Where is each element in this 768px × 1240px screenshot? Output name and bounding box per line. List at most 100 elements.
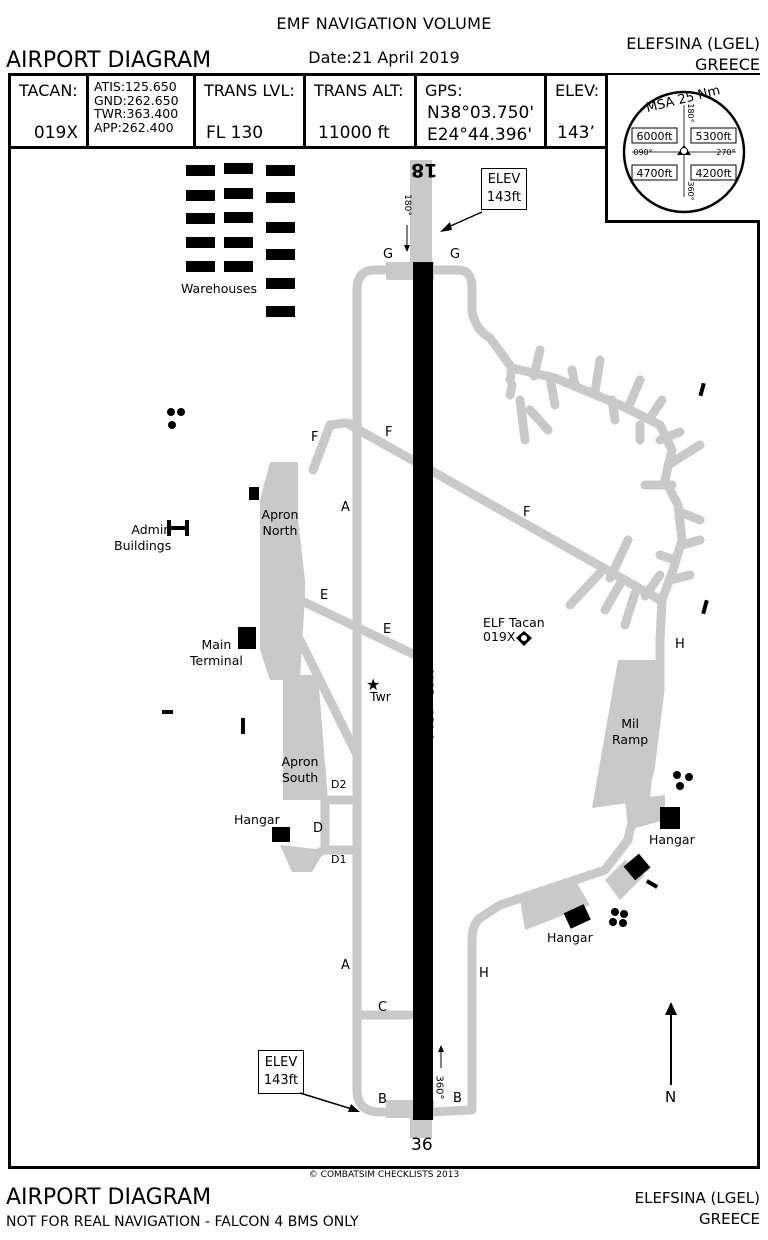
tacan-station-icon xyxy=(516,631,532,646)
apron-north-label: Apron North xyxy=(260,507,300,539)
gps-label: GPS: xyxy=(425,81,463,100)
transition-level-box: TRANS LVL: FL 130 xyxy=(196,75,306,149)
main-terminal-label-line2: Terminal xyxy=(190,653,243,668)
taxiway-a xyxy=(352,265,415,1117)
tacan-value: 019X xyxy=(33,123,78,143)
tower-label: Twr xyxy=(370,689,391,704)
obstacle-clusters xyxy=(167,408,693,927)
main-terminal-label-line1: Main xyxy=(201,637,232,652)
apron-south-label-line1: Apron xyxy=(281,754,319,769)
aprons xyxy=(260,160,665,1138)
tacan-station-label-line2: 019X xyxy=(483,629,516,644)
elevation-label: ELEV: xyxy=(555,81,600,100)
tower-icon: ★ xyxy=(366,675,380,694)
taxiway-e xyxy=(295,595,420,660)
frequencies-box: ATIS:125.650 GND:262.650 TWR:363.400 APP… xyxy=(89,75,196,149)
mil-ramp-area xyxy=(592,660,662,808)
tacan-station-label: ELF Tacan 019X xyxy=(483,616,545,644)
taxiway-label-c: C xyxy=(378,1000,388,1015)
airport-name: ELEFSINA (LGEL) xyxy=(626,34,760,53)
msa-sector-nw: 6000ft xyxy=(637,130,674,143)
transition-altitude-label: TRANS ALT: xyxy=(314,81,404,100)
apron-south-label: Apron South xyxy=(280,754,320,786)
elev-box-north-value: 143ft xyxy=(486,190,522,205)
atis-frequency: ATIS:125.650 xyxy=(94,79,177,94)
footer-airport-name: ELEFSINA (LGEL) xyxy=(634,1189,760,1207)
hangar-ne xyxy=(660,807,680,829)
taxiway-label-d: D xyxy=(313,821,324,836)
hangar-west xyxy=(272,827,290,842)
elev-box-north: ELEV 143ft xyxy=(481,168,527,210)
msa-sector-se: 4200ft xyxy=(696,167,733,180)
mil-ramp-label-line1: Mil xyxy=(621,716,639,731)
apron-north-building xyxy=(249,487,259,500)
msa-bearing-180: 180° xyxy=(686,103,695,122)
footer-title: AIRPORT DIAGRAM xyxy=(6,1185,212,1210)
admin-buildings-label-line1: Admin xyxy=(131,522,172,537)
taxiway-label-g-west: G xyxy=(383,247,394,262)
gps-box: GPS: N38°03.750' E24°44.396' xyxy=(417,75,547,149)
north-label: N xyxy=(665,1088,677,1106)
taxiway-label-a-north: A xyxy=(341,500,350,515)
tacan-box: TACAN: 019X xyxy=(11,75,89,149)
admin-buildings-label: Admin Buildings xyxy=(114,522,171,554)
taxiway-label-e-2: E xyxy=(383,622,392,637)
elev-box-south: ELEV 143ft xyxy=(258,1050,304,1094)
hangar-west-label: Hangar xyxy=(234,812,280,827)
transition-level-value: FL 130 xyxy=(206,123,264,143)
elev-box-north-label: ELEV xyxy=(487,172,521,187)
taxiway-label-g-east: G xyxy=(450,247,461,262)
warehouses-label: Warehouses xyxy=(181,281,257,296)
taxiway-label-f-2: F xyxy=(385,425,393,440)
taxiway-label-f-3: F xyxy=(523,505,531,520)
runway-end-36: 36 xyxy=(411,1135,433,1155)
msa-bearing-090: 090° xyxy=(633,148,652,157)
mil-ramp-label-line2: Ramp xyxy=(612,732,649,747)
gps-longitude: E24°44.396' xyxy=(427,125,533,145)
taxiway-label-a-south: A xyxy=(341,958,350,973)
admin-buildings-icon xyxy=(167,520,189,536)
taxiway-label-d2: D2 xyxy=(331,778,347,791)
transition-altitude-box: TRANS ALT: 11000 ft xyxy=(306,75,417,149)
apron-south-area xyxy=(283,675,328,800)
hangar-ramp-se xyxy=(520,880,590,930)
apron-south-label-line2: South xyxy=(281,770,319,785)
ground-frequency: GND:262.650 xyxy=(94,92,179,108)
taxiway-label-h-north: H xyxy=(675,637,685,652)
msa-bearing-270: 270° xyxy=(716,148,735,157)
tower-frequency: TWR:363.400 xyxy=(94,106,179,121)
apron-north-label-line1: Apron xyxy=(261,507,299,522)
elev-box-south-value: 143ft xyxy=(263,1073,299,1088)
taxiway-g-east xyxy=(425,265,495,343)
hangar-ramp-ne xyxy=(625,795,665,830)
airport-identity: ELEFSINA (LGEL) GREECE xyxy=(626,33,760,75)
taxiway-label-e-1: E xyxy=(320,588,329,603)
info-bar-divider xyxy=(8,146,608,149)
msa-bearing-360: 360° xyxy=(686,181,695,200)
admin-buildings-label-line2: Buildings xyxy=(114,538,172,553)
copyright: © COMBATSIM CHECKLISTS 2013 xyxy=(308,1170,460,1180)
hangar-se xyxy=(563,904,591,929)
msa-diagram: 6000ft 5300ft 4700ft 4200ft 180° 090° 27… xyxy=(622,83,746,214)
footer-airport-identity: ELEFSINA (LGEL) GREECE xyxy=(635,1188,760,1230)
tacan-station-label-line1: ELF Tacan xyxy=(483,615,545,630)
apron-north-label-line2: North xyxy=(262,523,298,538)
msa-sector-ne: 5300ft xyxy=(696,130,733,143)
runway-18-36 xyxy=(413,262,433,1120)
chart-date: Date:21 April 2019 xyxy=(308,48,460,67)
transition-level-label: TRANS LVL: xyxy=(204,81,295,100)
apron-north-area xyxy=(260,462,305,680)
footer-disclaimer: NOT FOR REAL NAVIGATION - FALCON 4 BMS O… xyxy=(6,1214,359,1230)
tacan-label: TACAN: xyxy=(19,81,78,100)
taxiway-label-f-1: F xyxy=(311,430,319,445)
elev-box-south-label: ELEV xyxy=(264,1055,298,1070)
hangar-se-label: Hangar xyxy=(547,930,593,945)
main-terminal-label: Main Terminal xyxy=(190,637,243,669)
approach-frequency: APP:262.400 xyxy=(94,119,174,135)
hangar-ramp-west xyxy=(280,845,325,872)
taxiway-label-b-west: B xyxy=(378,1092,387,1107)
airport-country: GREECE xyxy=(694,55,760,74)
main-terminal-building xyxy=(238,627,256,649)
